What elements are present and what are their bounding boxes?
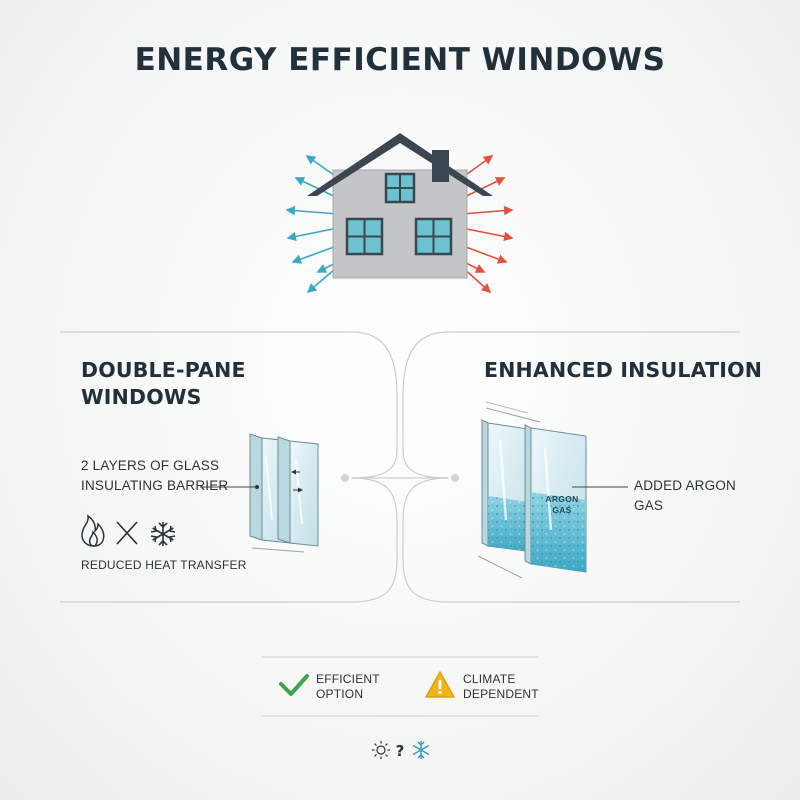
legend-efficient-line1: EFFICIENT	[316, 672, 380, 686]
legend-climate-line1: CLIMATE	[463, 672, 516, 686]
cross-icon	[116, 521, 138, 545]
question-icon: ?	[396, 742, 405, 760]
panel-divider-frame	[60, 331, 740, 603]
heading-line: DOUBLE-PANE	[81, 358, 246, 382]
argon-callout: ADDED ARGON GAS	[634, 476, 736, 516]
reduced-heat-caption: REDUCED HEAT TRANSFER	[81, 558, 247, 572]
callout-line2: GAS	[634, 498, 664, 513]
left-panel-heading: DOUBLE-PANE WINDOWS	[81, 357, 246, 411]
legend-climate: CLIMATE DEPENDENT	[463, 672, 539, 702]
legend-frame	[262, 656, 538, 717]
argon-pane-illustration	[477, 401, 587, 579]
point-layers: 2 LAYERS OF GLASS	[81, 458, 220, 473]
window-icon	[384, 172, 416, 204]
double-pane-points: 2 LAYERS OF GLASS INSULATING BARRIER	[81, 456, 228, 496]
gas-label-line2: GAS	[552, 505, 572, 515]
checkmark-icon	[279, 674, 309, 696]
roof	[307, 133, 493, 196]
gas-label-line1: ARGON	[545, 494, 579, 504]
heading-line: WINDOWS	[81, 385, 202, 409]
flame-icon	[81, 514, 105, 547]
window-icon	[414, 217, 453, 256]
warning-icon	[425, 671, 455, 698]
sun-icon	[372, 741, 390, 759]
connector-dot	[341, 474, 349, 482]
legend-efficient: EFFICIENT OPTION	[316, 672, 380, 702]
snowflake-icon	[412, 741, 430, 759]
argon-gas-label: ARGON GAS	[542, 494, 582, 516]
double-pane-illustration	[249, 433, 319, 553]
snowflake-icon	[150, 522, 176, 546]
legend-climate-line2: DEPENDENT	[463, 687, 539, 701]
legend-efficient-line2: OPTION	[316, 687, 364, 701]
page-title: ENERGY EFFICIENT WINDOWS	[134, 42, 666, 78]
house-illustration	[285, 133, 514, 294]
callout-dot	[255, 485, 259, 489]
callout-line1: ADDED ARGON	[634, 478, 736, 493]
window-icon	[345, 217, 384, 256]
connector-dot	[451, 474, 459, 482]
right-panel-heading: ENHANCED INSULATION	[484, 358, 763, 382]
point-barrier: INSULATING BARRIER	[81, 478, 229, 493]
